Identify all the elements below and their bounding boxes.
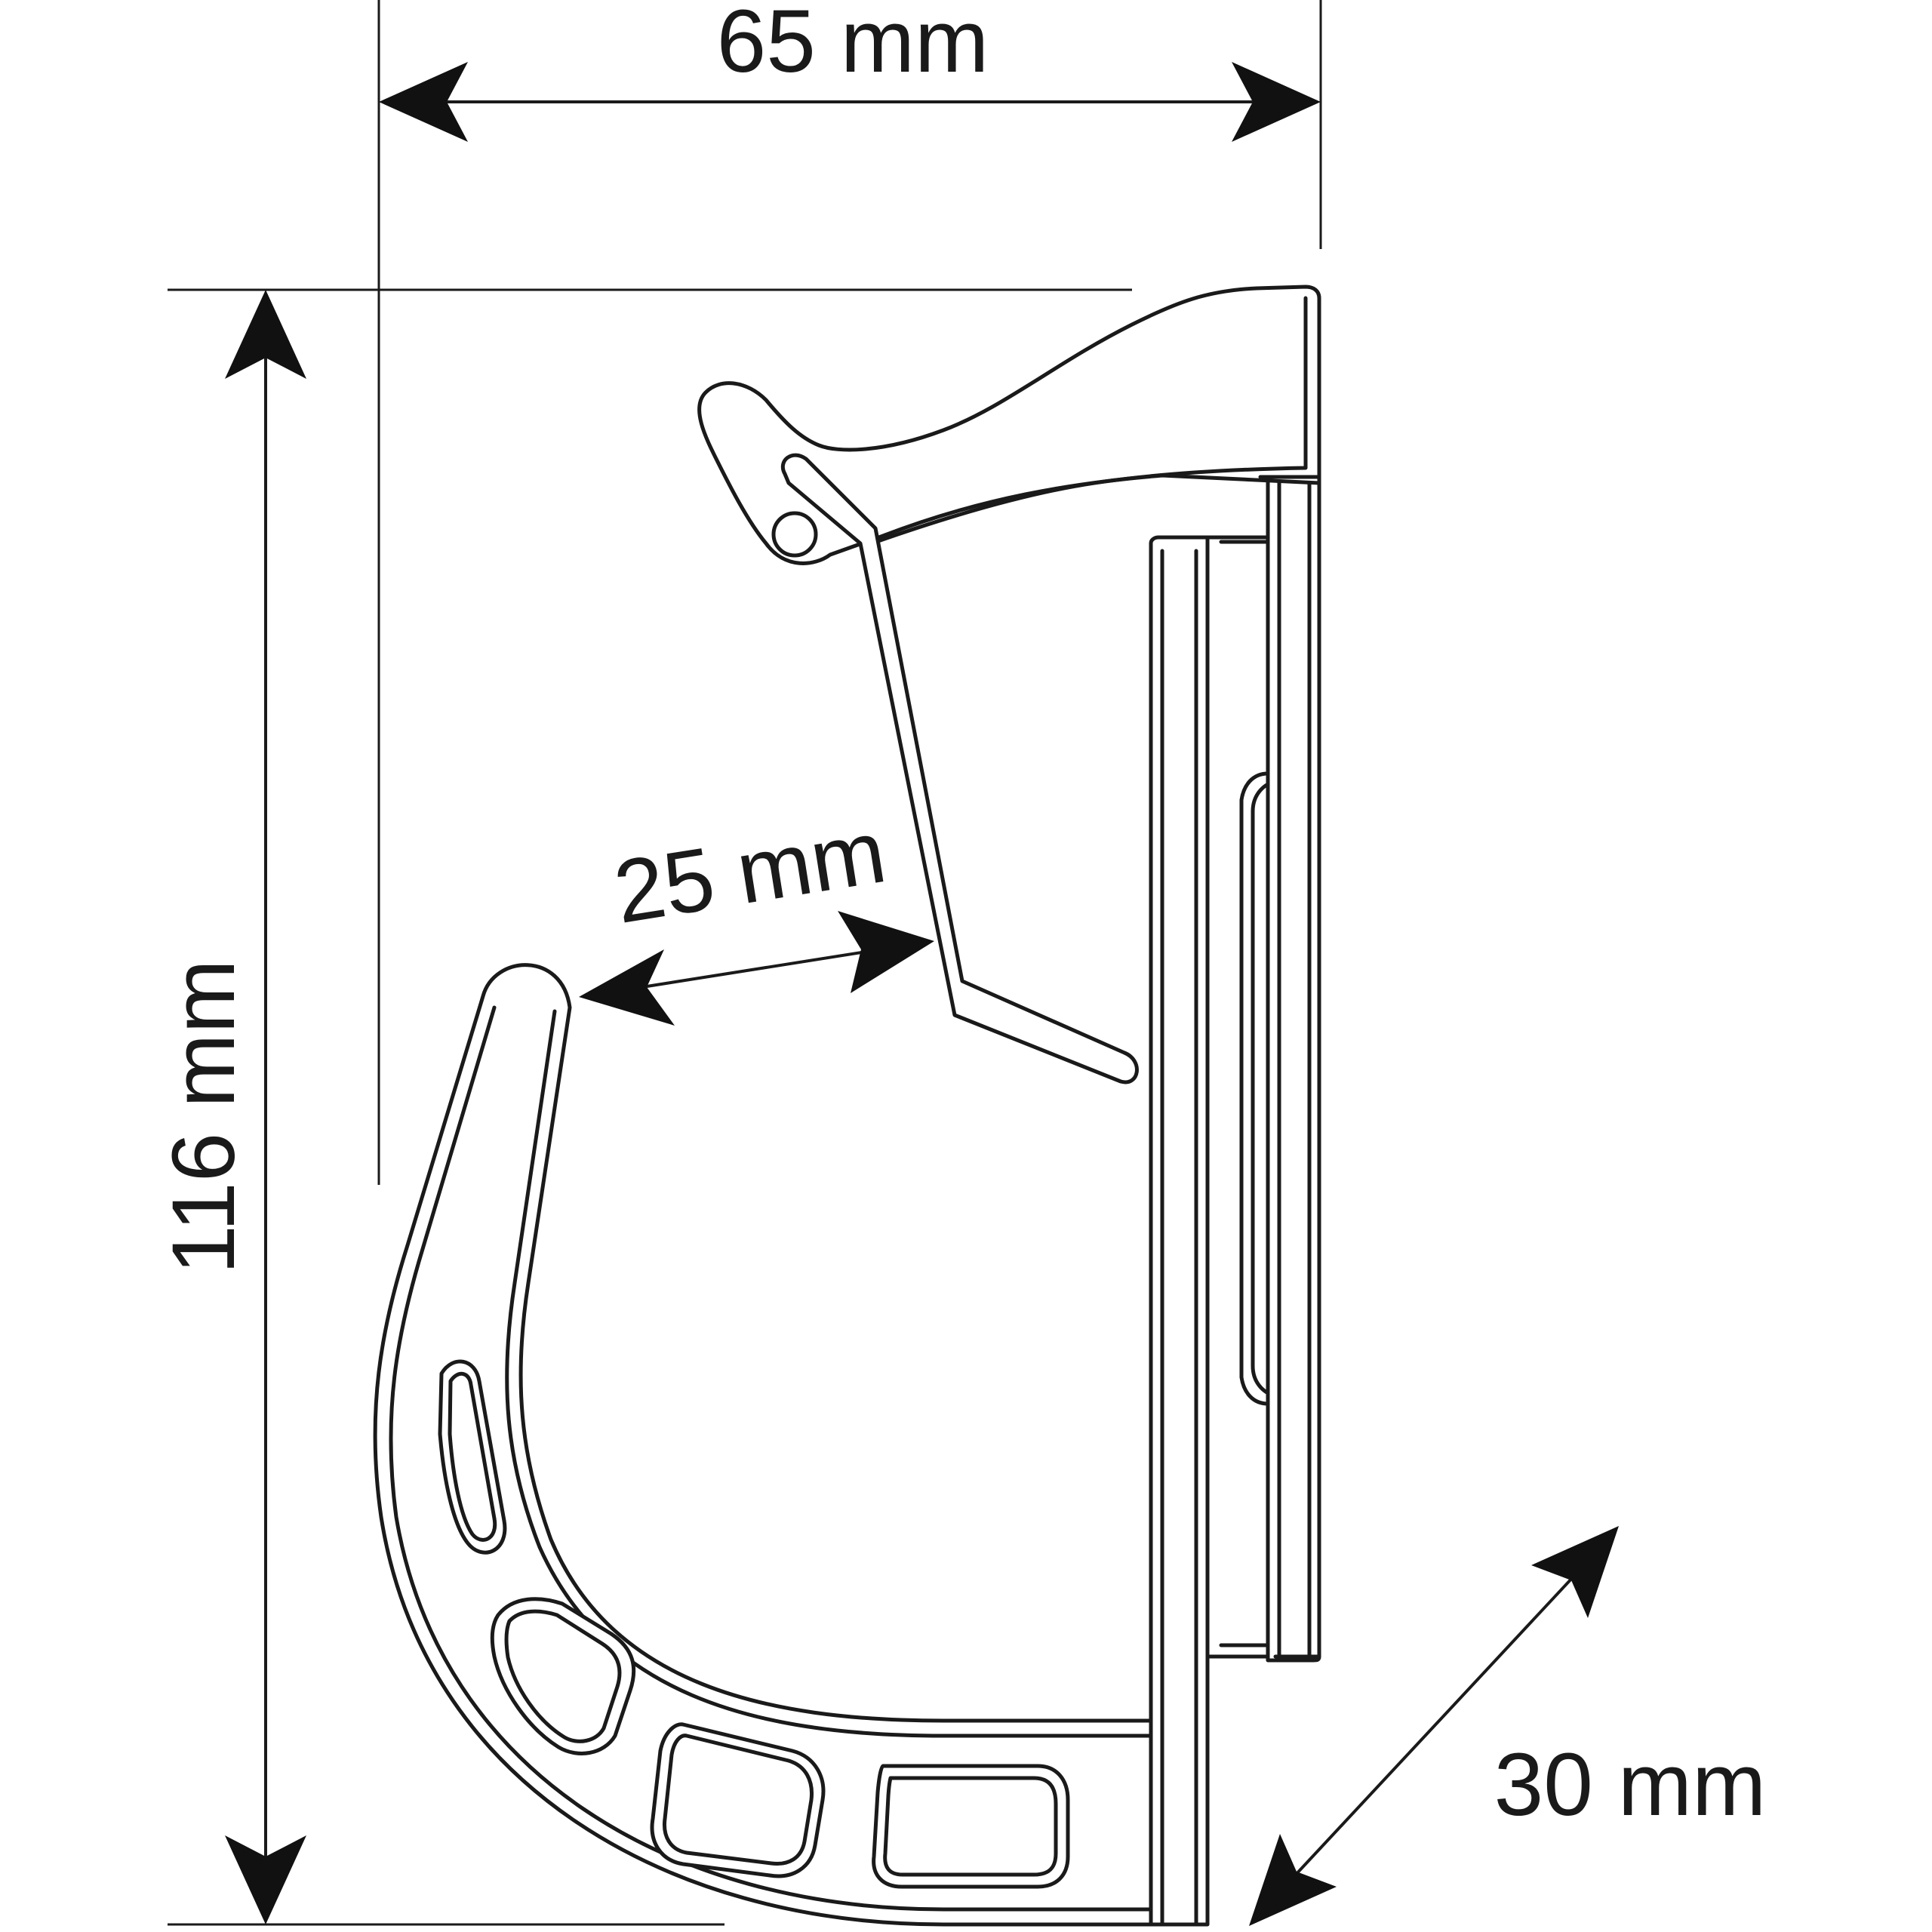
width-left-arrow: [379, 62, 468, 142]
hook-slot-4: [872, 1764, 1070, 1889]
back-plate: [1149, 473, 1321, 1927]
opening-left-arrow: [579, 949, 675, 1026]
latch-wire: [780, 453, 1139, 1084]
height-label: 116 mm: [154, 959, 254, 1275]
hook-slot-3-inner: [662, 1734, 814, 1866]
hook-inner-contour: [505, 1009, 1157, 1738]
plate-front: [1149, 535, 1210, 1927]
clamp-head: [697, 285, 1321, 1084]
hook-slot-2-inner: [504, 1609, 622, 1743]
height-bottom-arrow: [225, 1835, 306, 1924]
hook-slot-3: [650, 1722, 826, 1878]
hook-slot-4-inner: [883, 1776, 1058, 1877]
pivot-pin: [771, 511, 818, 558]
hook-outer-contour: [389, 1005, 1157, 1912]
depth-label: 30 mm: [1494, 1735, 1767, 1835]
hook-body: [373, 963, 1183, 1927]
clamp-head-outline: [697, 285, 1321, 565]
depth-lower-arrow: [1249, 1834, 1337, 1926]
depth-dimension: 30 mm: [1249, 1526, 1766, 1926]
width-label: 65 mm: [717, 0, 989, 91]
clamp-head-inner: [869, 296, 1308, 546]
depth-dimension-line: [1251, 1531, 1617, 1922]
height-dimension: 116 mm: [154, 290, 306, 1924]
opening-dimension: 25 mm: [579, 801, 934, 1026]
depth-upper-arrow: [1531, 1526, 1619, 1618]
height-top-arrow: [225, 290, 306, 379]
hook-slot-2: [490, 1597, 636, 1755]
width-dimension: 65 mm: [379, 0, 1321, 142]
opening-right-arrow: [838, 911, 934, 993]
extension-lines: [168, 0, 1322, 1926]
hook-slot-1: [438, 1359, 507, 1555]
width-right-arrow: [1232, 62, 1321, 142]
plate-rear: [1266, 473, 1321, 1663]
hook-slot-1-inner: [448, 1372, 497, 1542]
